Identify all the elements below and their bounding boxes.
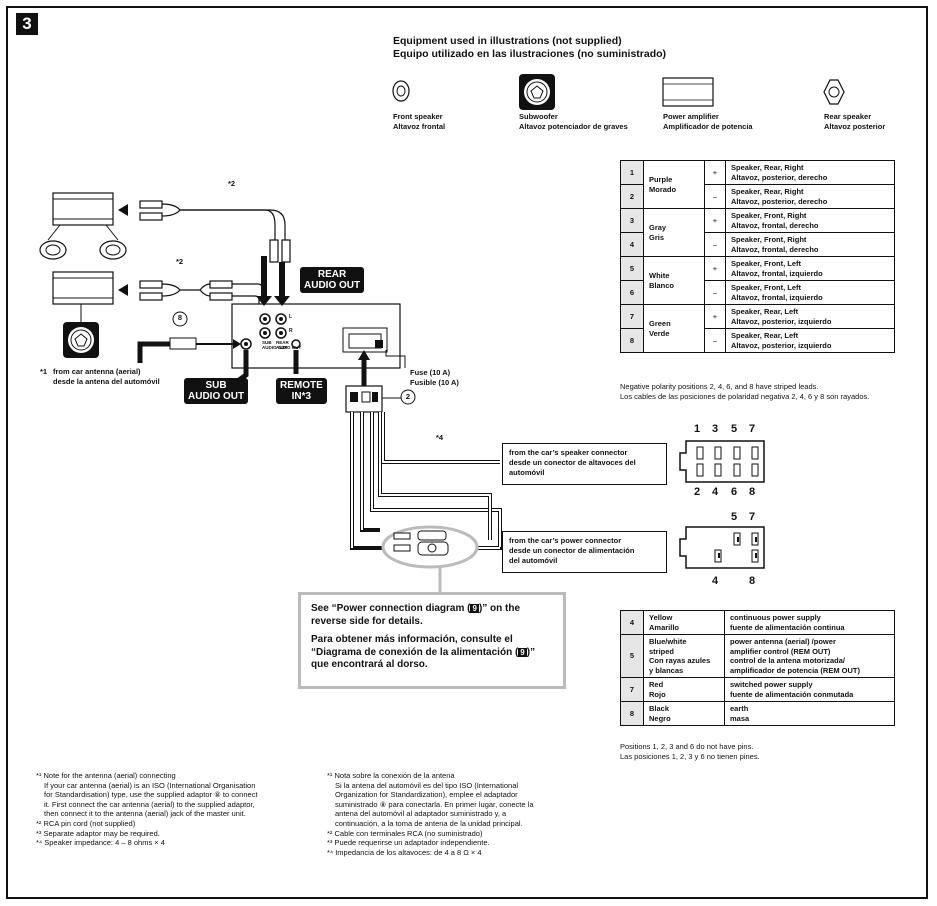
rem-connector-detail xyxy=(381,525,479,594)
rear-speaker-icon xyxy=(823,79,845,105)
head-unit-body xyxy=(231,303,401,369)
spk-pin-bottom-8: 8 xyxy=(749,486,756,498)
power-connector-diagram xyxy=(679,526,765,569)
antenna-note-marker: *1 xyxy=(40,367,48,376)
rca-cord-marker-1: *2 xyxy=(228,179,236,188)
speaker-connector-diagram xyxy=(679,440,765,483)
speaker-table-note: Negative polarity positions 2, 4, 6, and… xyxy=(620,382,870,401)
antenna-cable xyxy=(137,311,241,363)
unit-r-label: R xyxy=(289,328,293,334)
pwr-pin-top-5: 5 xyxy=(731,511,738,523)
rca-cord-sub xyxy=(139,280,264,310)
spk-pin-bottom-4: 4 xyxy=(712,486,719,498)
speaker-impedance-marker: *4 xyxy=(436,433,444,442)
page-frame xyxy=(6,6,928,899)
pwr-pin-bottom-4: 4 xyxy=(712,575,719,587)
harness-callout: 2 xyxy=(405,392,411,401)
ref-diagram-icon: 9 xyxy=(470,604,479,613)
pwr-pin-top-7: 7 xyxy=(749,511,756,523)
sub-amplifier-icon xyxy=(52,271,114,358)
equipment-title: Equipment used in illustrations (not sup… xyxy=(393,35,666,61)
spk-pin-bottom-6: 6 xyxy=(731,486,738,498)
rca-jacks xyxy=(240,313,301,350)
section-number: 3 xyxy=(16,13,38,35)
spk-pin-top-7: 7 xyxy=(749,423,756,435)
footnotes-en: *¹ Note for the antenna (aerial) connect… xyxy=(36,771,258,848)
front-speaker-icon xyxy=(392,80,410,102)
footnotes-es: *¹ Nota sobre la conexión de la antena S… xyxy=(327,771,534,857)
power-table-note: Positions 1, 2, 3 and 6 do not have pins… xyxy=(620,742,760,761)
ref-diagram-icon-es: 9 xyxy=(518,647,527,657)
spk-pin-top-1: 1 xyxy=(694,423,701,435)
rca-cord-marker-2: *2 xyxy=(176,257,184,266)
subwoofer-icon xyxy=(519,74,555,110)
spk-pin-top-5: 5 xyxy=(731,423,738,435)
power-amplifier-icon xyxy=(662,77,714,107)
equipment-title-es: Equipo utilizado en las ilustraciones (n… xyxy=(393,48,667,60)
adaptor-callout: 8 xyxy=(177,313,183,322)
output-arrows xyxy=(118,204,128,296)
spk-pin-top-3: 3 xyxy=(712,423,719,435)
spk-pin-bottom-2: 2 xyxy=(694,486,701,498)
fuse-label: Fuse (10 A)Fusible (10 A) xyxy=(410,368,459,387)
power-diagram-reference-box: See “Power connection diagram (9)” on th… xyxy=(298,592,566,689)
pwr-pin-bottom-8: 8 xyxy=(749,575,756,587)
equipment-title-en: Equipment used in illustrations (not sup… xyxy=(393,35,622,47)
wiring-harness xyxy=(345,350,510,550)
unit-l-label: L xyxy=(289,314,293,320)
antenna-label: from car antenna (aerial)desde la antena… xyxy=(53,367,160,386)
rca-cord-rear xyxy=(139,200,291,263)
rear-amplifier-icon xyxy=(39,192,127,260)
